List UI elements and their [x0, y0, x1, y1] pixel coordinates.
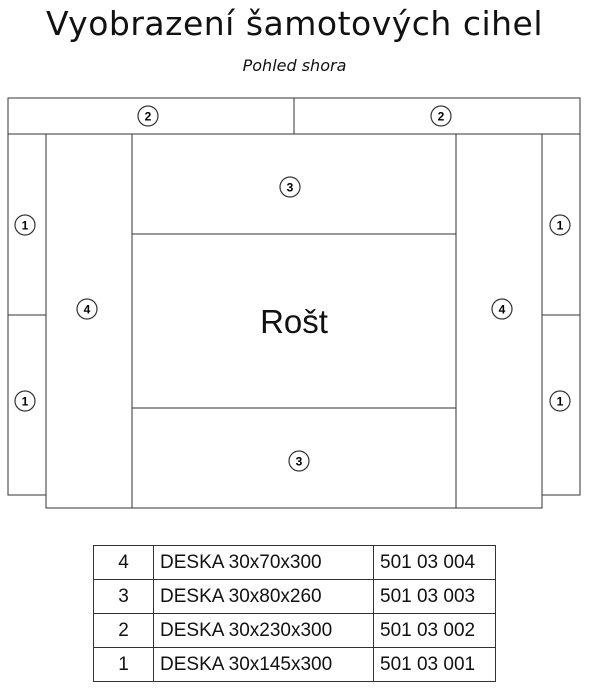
svg-text:2: 2 — [145, 110, 152, 124]
svg-text:4: 4 — [499, 303, 506, 317]
svg-text:2: 2 — [438, 110, 445, 124]
part-name: DESKA 30x145x300 — [153, 647, 374, 682]
callout-center-top: 3 — [279, 176, 301, 198]
svg-text:1: 1 — [22, 219, 29, 233]
callout-center-bottom: 3 — [288, 450, 310, 472]
callout-top-right: 2 — [430, 105, 452, 127]
table-row: 2 DESKA 30x230x300 501 03 002 — [93, 613, 496, 648]
parts-table: 4 DESKA 30x70x300 501 03 004 3 DESKA 30x… — [93, 545, 496, 682]
part-number: 4 — [93, 545, 154, 580]
brick-layout-plan: Rošt 2 2 1 1 1 1 4 4 3 3 — [7, 97, 581, 509]
grate-label: Rošt — [260, 303, 328, 340]
svg-text:1: 1 — [22, 395, 29, 409]
callout-top-left: 2 — [137, 105, 159, 127]
callout-right-upper: 1 — [549, 214, 571, 236]
svg-text:1: 1 — [557, 395, 564, 409]
part-number: 1 — [93, 647, 154, 682]
part-code: 501 03 003 — [373, 579, 496, 614]
grate-area — [131, 233, 457, 409]
diagram-subtitle: Pohled shora — [242, 56, 347, 75]
part-code: 501 03 002 — [373, 613, 496, 648]
part-number: 2 — [93, 613, 154, 648]
brick-4-left — [45, 133, 133, 509]
table-row: 4 DESKA 30x70x300 501 03 004 — [93, 545, 496, 580]
callout-inner-left: 4 — [76, 298, 98, 320]
svg-text:4: 4 — [84, 303, 91, 317]
part-name: DESKA 30x80x260 — [153, 579, 374, 614]
callout-right-lower: 1 — [549, 390, 571, 412]
part-name: DESKA 30x70x300 — [153, 545, 374, 580]
svg-text:1: 1 — [557, 219, 564, 233]
part-name: DESKA 30x230x300 — [153, 613, 374, 648]
svg-text:3: 3 — [296, 455, 303, 469]
table-row: 1 DESKA 30x145x300 501 03 001 — [93, 647, 496, 682]
callout-inner-right: 4 — [491, 298, 513, 320]
part-code: 501 03 001 — [373, 647, 496, 682]
callout-left-lower: 1 — [14, 390, 36, 412]
callout-left-upper: 1 — [14, 214, 36, 236]
part-code: 501 03 004 — [373, 545, 496, 580]
svg-text:3: 3 — [287, 181, 294, 195]
part-number: 3 — [93, 579, 154, 614]
table-row: 3 DESKA 30x80x260 501 03 003 — [93, 579, 496, 614]
diagram-title: Vyobrazení šamotových cihel — [45, 4, 544, 43]
brick-4-right — [455, 133, 543, 509]
